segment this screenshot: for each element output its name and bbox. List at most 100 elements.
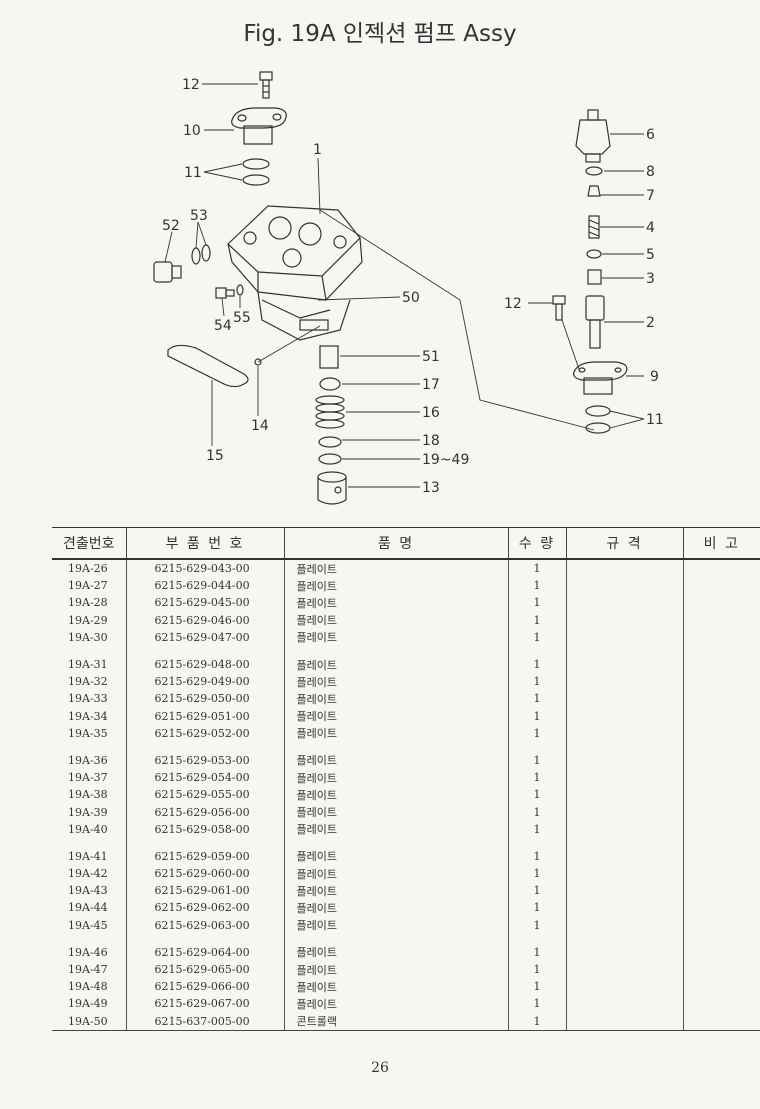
cell-remarks — [682, 673, 760, 691]
cell-quantity: 1 — [507, 916, 566, 934]
cell-part-name: 플레이트 — [283, 724, 508, 742]
cell-ref-no: 19A-27 — [68, 579, 108, 593]
cell-ref-no: 19A-35 — [68, 726, 108, 740]
header-spec: 규 격 — [565, 527, 683, 560]
part-washer-18 — [318, 436, 342, 448]
cell-quantity: 1 — [507, 594, 566, 612]
part-wire-15 — [167, 344, 249, 388]
cell-quantity: 1 — [507, 628, 566, 646]
spacer-cell — [565, 741, 683, 752]
spacer-cell — [52, 646, 126, 656]
cell-spec — [565, 751, 683, 770]
callout-11-right: 11 — [646, 412, 664, 428]
cell-quantity: 1 — [507, 559, 566, 578]
cell-quantity: 1 — [507, 611, 566, 629]
cell-part-name: 플레이트 — [283, 577, 508, 595]
cell-ref-no: 19A-34 — [68, 709, 108, 723]
part-gasket-5 — [586, 249, 602, 259]
cell-remarks — [682, 820, 760, 838]
spacer-cell — [565, 645, 683, 656]
part-pin-14 — [254, 358, 262, 366]
callout-52: 52 — [162, 218, 180, 234]
spacer-cell — [682, 837, 760, 848]
callout-3: 3 — [646, 271, 655, 287]
cell-quantity: 1 — [507, 673, 566, 691]
exploded-parts-diagram: 12 10 11 1 52 53 50 54 55 15 14 51 17 16… — [153, 71, 664, 505]
cell-ref-no: 19A-47 — [68, 963, 108, 977]
cell-ref-no: 19A-36 — [68, 753, 108, 767]
cell-part-no: 6215-629-051-00 — [125, 707, 284, 725]
page-number: 26 — [371, 1060, 389, 1076]
part-oring-11b — [242, 174, 270, 186]
spacer-cell — [565, 837, 683, 848]
part-oring-11a — [242, 158, 270, 170]
cell-spec — [565, 655, 683, 674]
cell-remarks — [682, 1012, 760, 1031]
cell-remarks — [682, 769, 760, 787]
cell-part-name: 플레이트 — [283, 960, 508, 979]
cell-ref-no: 19A-30 — [68, 630, 108, 644]
cell-part-no: 6215-629-043-00 — [125, 559, 284, 578]
callout-4: 4 — [646, 220, 655, 236]
part-spring-16 — [315, 395, 345, 429]
part-pump-body-1 — [227, 205, 363, 341]
cell-part-name: 플레이트 — [283, 769, 508, 787]
spacer-cell — [283, 933, 508, 944]
cell-ref-no: 19A-50 — [52, 1012, 126, 1031]
cell-remarks — [682, 611, 760, 629]
cell-part-no: 6215-629-062-00 — [125, 899, 284, 917]
part-flange-9 — [573, 361, 628, 395]
cell-ref-no: 19A-48 — [68, 980, 108, 994]
callout-15: 15 — [206, 448, 224, 464]
part-element-2 — [585, 295, 605, 349]
cell-part-no: 6215-629-067-00 — [125, 995, 284, 1013]
figure-title: Fig. 19A 인젝션 펌프 Assy — [243, 21, 517, 47]
part-gasket-8 — [585, 166, 603, 176]
cell-ref-no: 19A-29 — [68, 613, 108, 627]
spacer-cell — [283, 741, 508, 752]
spacer-cell — [125, 933, 284, 944]
part-seat-17 — [319, 377, 341, 391]
cell-quantity: 1 — [507, 690, 566, 708]
spacer-cell — [682, 645, 760, 656]
cell-remarks — [682, 803, 760, 821]
cell-spec — [565, 769, 683, 787]
cell-remarks — [682, 751, 760, 770]
cell-remarks — [682, 865, 760, 883]
cell-spec — [565, 577, 683, 595]
callout-53: 53 — [190, 208, 208, 224]
cell-part-no: 6215-629-056-00 — [125, 803, 284, 821]
callout-18: 18 — [422, 433, 440, 449]
cell-part-name: 플레이트 — [283, 559, 508, 578]
cell-part-name: 플레이트 — [283, 995, 508, 1013]
spacer-cell — [52, 838, 126, 848]
callout-6: 6 — [646, 127, 655, 143]
table-group-spacer — [52, 837, 760, 848]
cell-part-name: 플레이트 — [283, 611, 508, 629]
callout-17: 17 — [422, 377, 440, 393]
cell-part-name: 플레이트 — [283, 803, 508, 821]
cell-quantity: 1 — [507, 943, 566, 961]
part-valve-3 — [587, 269, 602, 285]
spacer-cell — [565, 933, 683, 944]
cell-spec — [565, 1012, 683, 1031]
cell-ref-no: 19A-43 — [68, 884, 108, 898]
part-bolt-54 — [215, 287, 235, 299]
cell-quantity: 1 — [507, 820, 566, 838]
cell-remarks — [682, 655, 760, 674]
table-header-row: 견출번호 부 품 번 호 품 명 수 량 규 격 비 고 — [52, 527, 760, 560]
callout-5: 5 — [646, 247, 655, 263]
cell-part-no: 6215-629-053-00 — [125, 751, 284, 770]
cell-spec — [565, 594, 683, 612]
callout-55: 55 — [233, 310, 251, 326]
